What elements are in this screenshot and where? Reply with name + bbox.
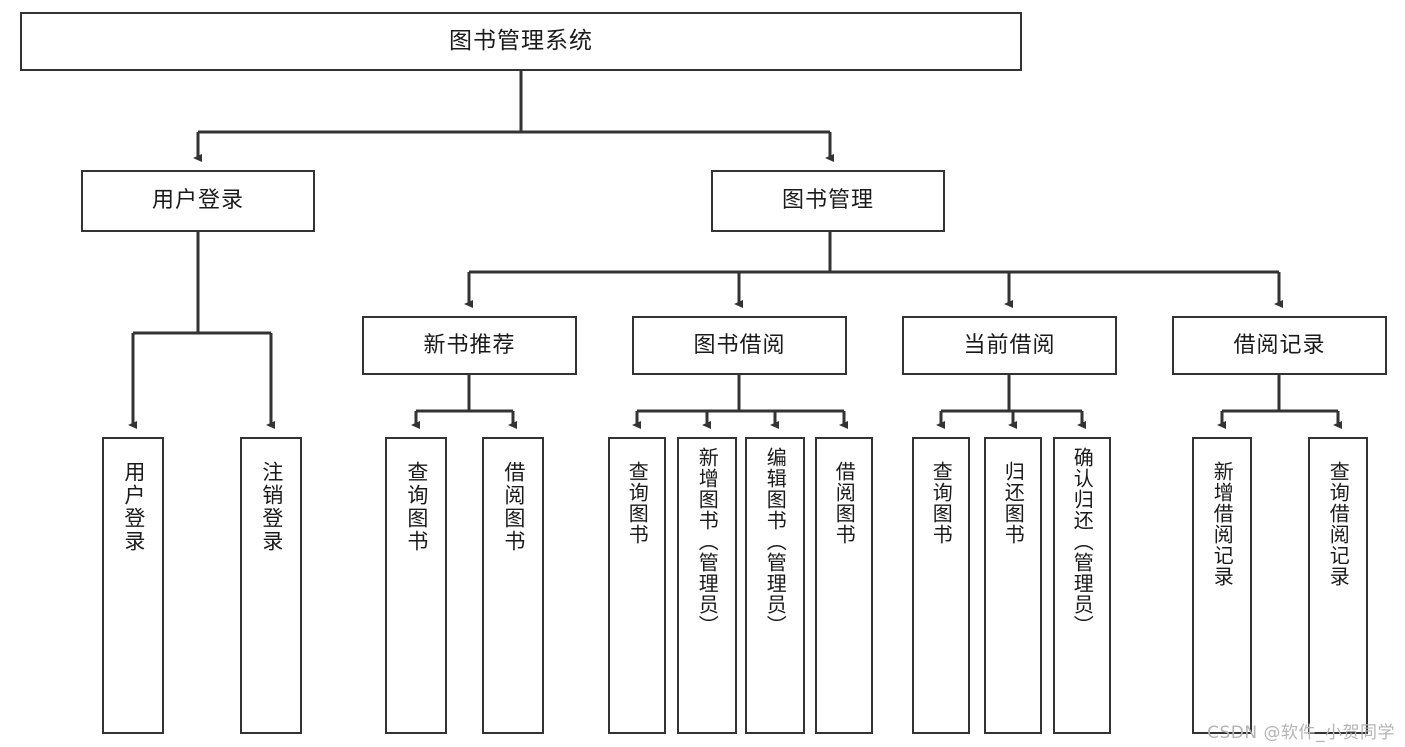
leaf-borrow-book-borrow-label: 借阅图书: [832, 461, 857, 545]
leaf-confirm-return-admin[interactable]: 确认归还（管理员）: [1053, 437, 1111, 734]
node-current-borrow[interactable]: 当前借阅: [902, 316, 1117, 375]
leaf-add-book-admin-label: 新增图书（管理员）: [695, 447, 720, 636]
node-book-management[interactable]: 图书管理: [711, 170, 945, 232]
leaf-user-login[interactable]: 用户登录: [102, 437, 164, 734]
leaf-borrow-book-borrow[interactable]: 借阅图书: [815, 437, 873, 734]
leaf-edit-book-admin[interactable]: 编辑图书（管理员）: [745, 437, 805, 734]
leaf-borrow-book-recommend[interactable]: 借阅图书: [482, 437, 544, 734]
leaf-query-borrow-record[interactable]: 查询借阅记录: [1308, 437, 1368, 734]
leaf-query-book-borrow-label: 查询图书: [625, 461, 650, 545]
node-root-label: 图书管理系统: [449, 28, 593, 55]
leaf-query-book-recommend[interactable]: 查询图书: [385, 437, 447, 734]
leaf-return-book-label: 归还图书: [1001, 461, 1026, 545]
leaf-return-book[interactable]: 归还图书: [984, 437, 1042, 734]
node-borrow-record[interactable]: 借阅记录: [1172, 316, 1387, 375]
node-current-borrow-label: 当前借阅: [963, 332, 1056, 358]
leaf-user-login-label: 用户登录: [121, 461, 146, 553]
leaf-edit-book-admin-label: 编辑图书（管理员）: [763, 447, 788, 636]
node-user-login[interactable]: 用户登录: [81, 170, 315, 232]
leaf-logout-label: 注销登录: [259, 461, 284, 553]
leaf-logout[interactable]: 注销登录: [240, 437, 302, 734]
node-book-borrow[interactable]: 图书借阅: [632, 316, 847, 375]
leaf-query-book-current-label: 查询图书: [929, 461, 954, 545]
leaf-query-book-borrow[interactable]: 查询图书: [608, 437, 666, 734]
node-new-book-recommend[interactable]: 新书推荐: [362, 316, 577, 375]
leaf-add-borrow-record-label: 新增借阅记录: [1210, 461, 1235, 587]
node-new-book-recommend-label: 新书推荐: [423, 332, 516, 358]
leaf-add-book-admin[interactable]: 新增图书（管理员）: [677, 437, 737, 734]
leaf-add-borrow-record[interactable]: 新增借阅记录: [1192, 437, 1252, 734]
watermark-text: CSDN @软件_小贺同学: [1207, 723, 1395, 743]
node-root[interactable]: 图书管理系统: [20, 12, 1022, 71]
node-book-borrow-label: 图书借阅: [693, 332, 786, 358]
node-borrow-record-label: 借阅记录: [1233, 332, 1326, 358]
leaf-borrow-book-recommend-label: 借阅图书: [501, 461, 526, 553]
leaf-query-book-current[interactable]: 查询图书: [912, 437, 970, 734]
leaf-query-book-recommend-label: 查询图书: [404, 461, 429, 553]
leaf-query-borrow-record-label: 查询借阅记录: [1326, 461, 1351, 587]
node-book-management-label: 图书管理: [781, 188, 874, 214]
leaf-confirm-return-admin-label: 确认归还（管理员）: [1070, 447, 1095, 636]
node-user-login-label: 用户登录: [151, 188, 244, 214]
